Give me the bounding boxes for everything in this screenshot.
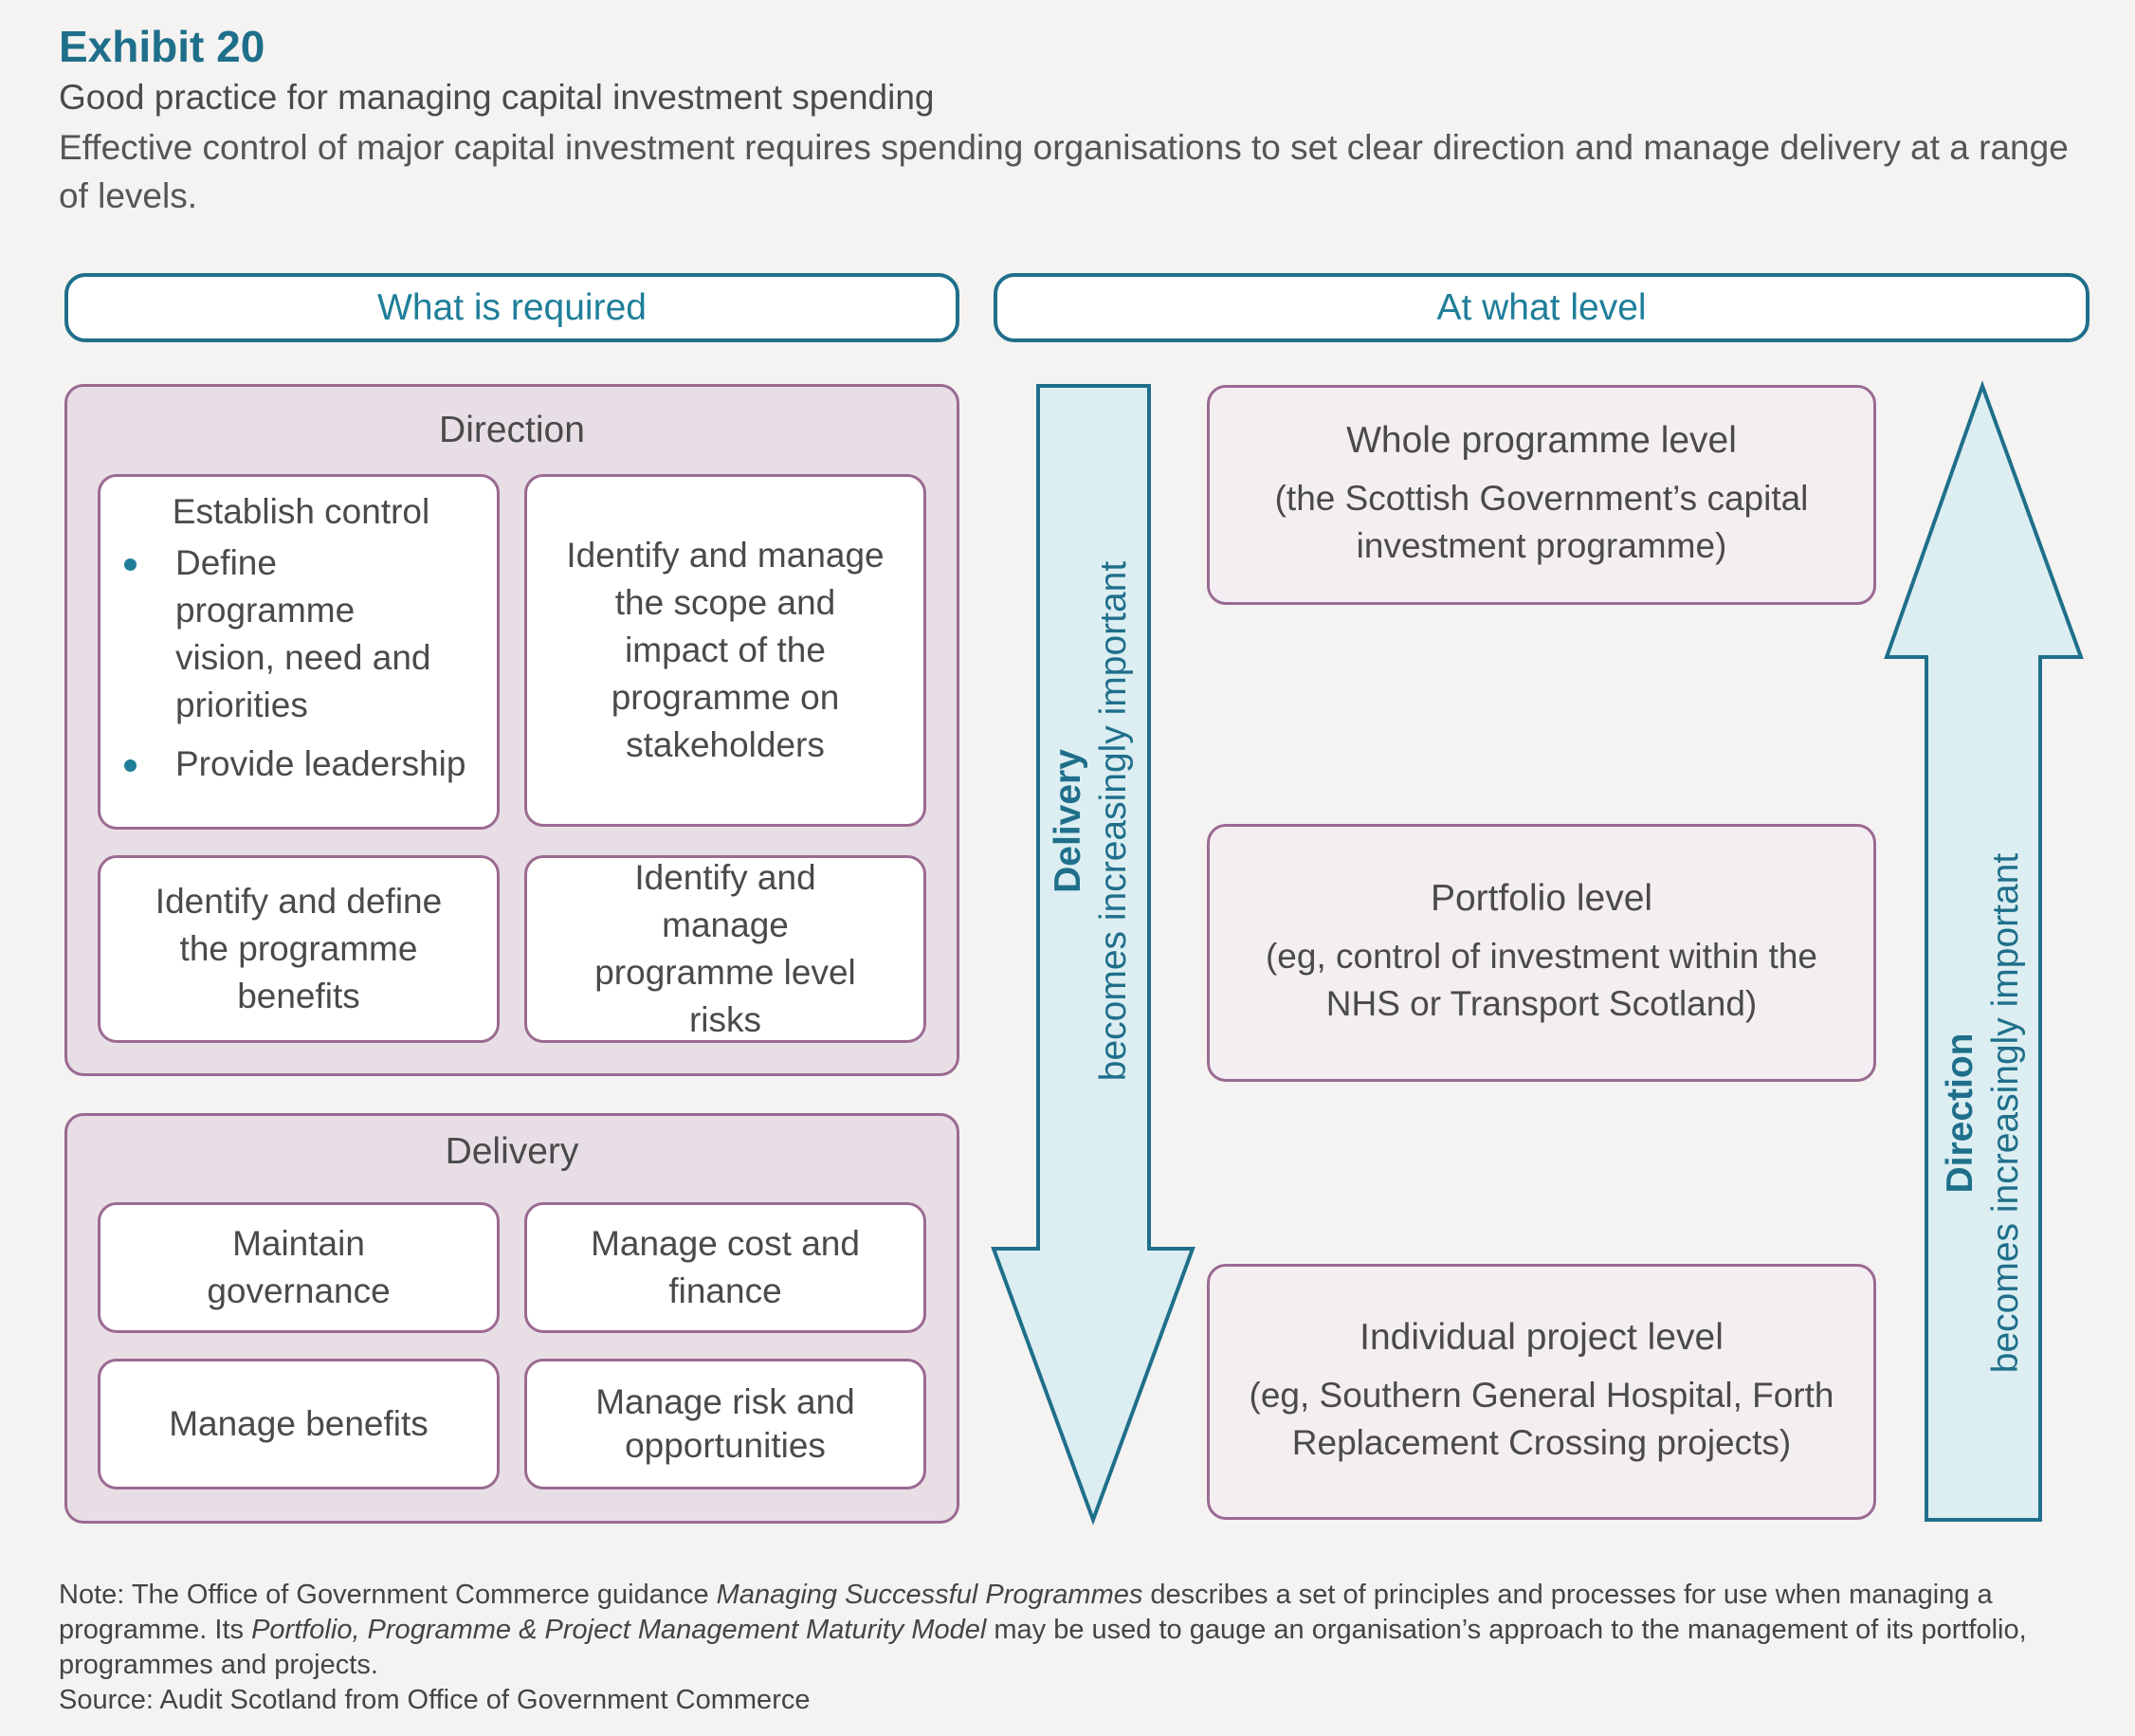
level-individual-project: Individual project level (eg, Southern G…: [1207, 1264, 1876, 1520]
exhibit-intro: Effective control of major capital inves…: [59, 128, 2069, 215]
risk-opportunities-card: Manage risk and opportunities: [524, 1359, 926, 1489]
scope-card: Identify and manage the scope and impact…: [524, 474, 926, 827]
governance-card: Maintain governance: [98, 1202, 500, 1333]
risk-opportunities-text: Manage risk and opportunities: [595, 1382, 855, 1465]
direction-up-arrow-shape: [1884, 380, 2084, 1522]
level-title: Individual project level: [1359, 1317, 1724, 1358]
header-right-label: At what level: [1436, 286, 1647, 328]
level-description: (eg, control of investment within the NH…: [1265, 937, 1817, 1023]
level-title: Portfolio level: [1430, 878, 1653, 919]
level-title: Whole programme level: [1346, 420, 1737, 461]
list-item: Provide leadership: [98, 740, 500, 788]
cost-finance-card: Manage cost and finance: [524, 1202, 926, 1333]
level-whole-programme: Whole programme level (the Scottish Gove…: [1207, 385, 1876, 605]
programme-risks-text: Identify and manage programme level risk…: [594, 858, 856, 1039]
exhibit-title: Good practice for managing capital inves…: [59, 78, 935, 117]
level-description: (the Scottish Government’s capital inves…: [1274, 479, 1809, 565]
delivery-arrow-bold: Delivery: [1048, 749, 1088, 893]
direction-arrow-bold: Direction: [1940, 1032, 1980, 1194]
direction-panel-title: Direction: [439, 410, 585, 450]
delivery-down-arrow-shape: [991, 384, 1195, 1526]
direction-arrow-text: becomes increasingly important: [1985, 852, 2026, 1374]
header-at-what-level: At what level: [994, 273, 2089, 342]
delivery-down-arrow: [991, 384, 1195, 1526]
governance-text: Maintain governance: [207, 1224, 391, 1310]
delivery-arrow-label: Delivery becomes increasingly important: [1046, 537, 1140, 1106]
bullet-icon: [124, 558, 137, 571]
direction-arrow-label: Direction becomes increasingly important: [1938, 829, 2033, 1398]
establish-control-card: Establish control Define programme visio…: [98, 474, 500, 830]
establish-control-title: Establish control: [172, 492, 430, 531]
define-benefits-card: Identify and define the programme benefi…: [98, 855, 500, 1043]
establish-control-list: Define programme vision, need and priori…: [98, 539, 500, 788]
header-left-label: What is required: [377, 286, 647, 328]
exhibit-label: Exhibit 20: [59, 22, 265, 71]
bullet-icon: [124, 759, 137, 772]
delivery-arrow-text: becomes increasingly important: [1093, 560, 1134, 1082]
scope-text: Identify and manage the scope and impact…: [566, 536, 885, 764]
level-description: (eg, Southern General Hospital, Forth Re…: [1249, 1376, 1834, 1462]
manage-benefits-card: Manage benefits: [98, 1359, 500, 1489]
cost-finance-text: Manage cost and finance: [591, 1224, 860, 1310]
footer-notes: Note: The Office of Government Commerce …: [59, 1578, 2107, 1718]
header-what-is-required: What is required: [64, 273, 959, 342]
manage-benefits-text: Manage benefits: [169, 1404, 429, 1443]
define-benefits-text: Identify and define the programme benefi…: [155, 882, 443, 1015]
direction-up-arrow: [1884, 380, 2084, 1522]
footer-source: Source: Audit Scotland from Office of Go…: [59, 1685, 811, 1715]
programme-risks-card: Identify and manage programme level risk…: [524, 855, 926, 1043]
delivery-panel-title: Delivery: [445, 1131, 579, 1172]
level-portfolio: Portfolio level (eg, control of investme…: [1207, 824, 1876, 1082]
footer-note: Note: The Office of Government Commerce …: [59, 1580, 2027, 1680]
list-item: Define programme vision, need and priori…: [98, 539, 500, 729]
